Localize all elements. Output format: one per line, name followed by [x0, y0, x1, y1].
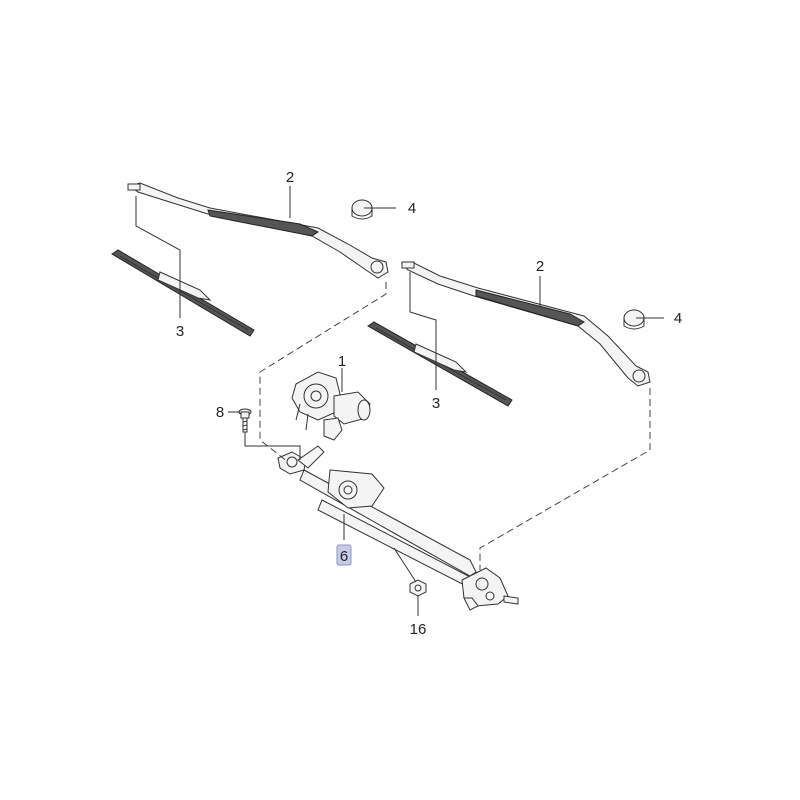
callout-right-cap: 4: [674, 310, 682, 327]
callout-left-cap: 4: [408, 200, 416, 217]
right-wiper-blade[interactable]: [367, 321, 513, 407]
mounting-bolt[interactable]: [238, 408, 252, 433]
callout-bolt: 8: [216, 404, 224, 421]
right-wiper-arm[interactable]: [400, 261, 651, 387]
callout-right-blade: 3: [432, 395, 440, 412]
wiper-motor[interactable]: [291, 371, 371, 441]
left-wiper-blade[interactable]: [111, 249, 255, 337]
left-wiper-arm[interactable]: [127, 182, 389, 279]
callout-left-blade: 3: [176, 323, 184, 340]
callout-nut: 16: [410, 621, 427, 638]
callout-motor: 1: [338, 353, 346, 370]
callout-linkage: 6: [340, 548, 348, 565]
left-nut-cap[interactable]: [351, 199, 373, 220]
callout-right-arm: 2: [536, 258, 544, 275]
wiper-linkage[interactable]: [277, 445, 519, 611]
assembly-dash-lines: [259, 282, 651, 570]
right-nut-cap[interactable]: [623, 309, 645, 330]
callout-linkage-highlight: [336, 544, 352, 566]
leader-lines: [135, 186, 664, 616]
callout-labels: 2 4 3 2 4 3 1 8 6 16: [176, 169, 682, 638]
callout-left-arm: 2: [286, 169, 294, 186]
hex-nut[interactable]: [409, 579, 427, 597]
